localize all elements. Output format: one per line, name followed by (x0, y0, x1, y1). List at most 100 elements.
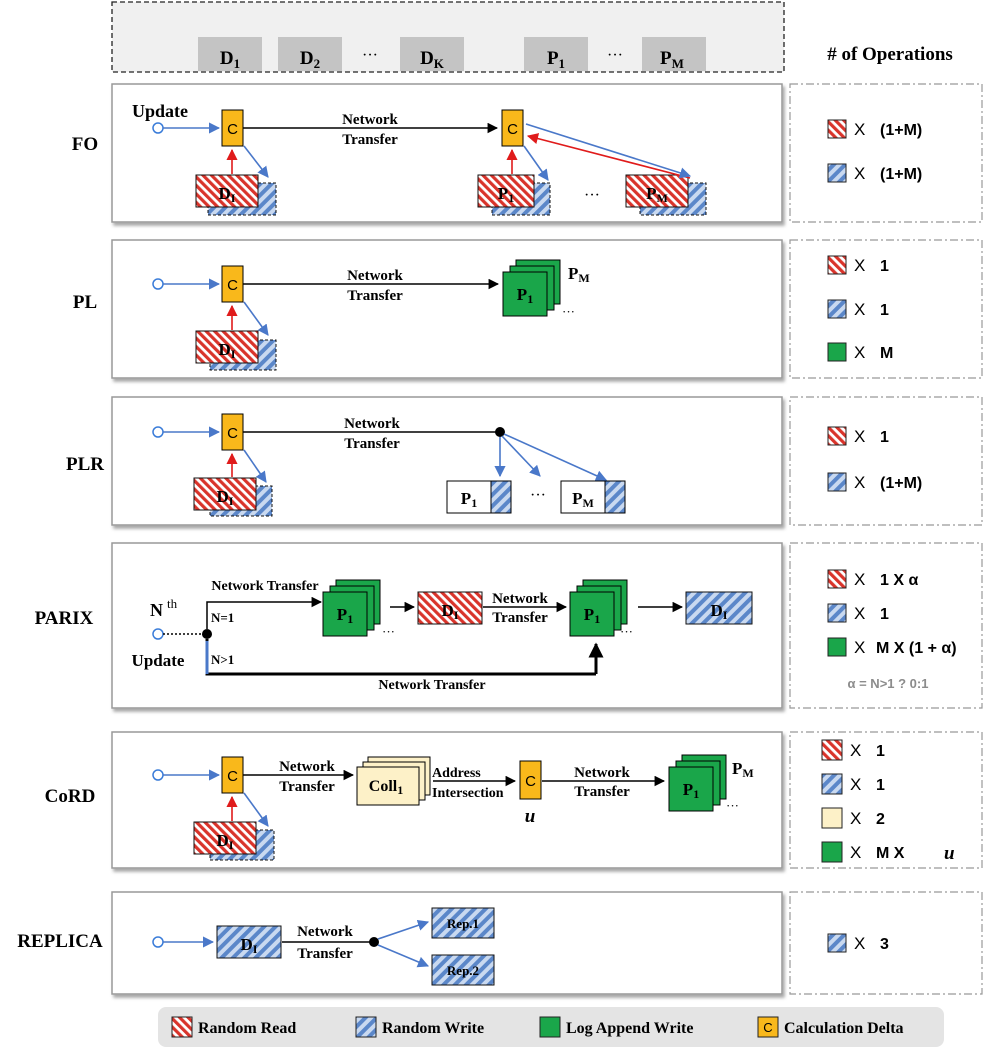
plr-network-label: Network (344, 416, 400, 432)
fo-update-label: Update (132, 101, 188, 121)
cord-ops-log-swatch (821, 841, 843, 863)
replica-fanout-node (369, 937, 379, 947)
plr-pm-block: PM (560, 480, 626, 514)
cord-update-node (152, 769, 164, 781)
fo-ops-read-swatch (827, 119, 847, 139)
svg-text:Rep.1: Rep.1 (447, 916, 479, 931)
replica-ops-write-swatch (827, 933, 847, 953)
header-block-pm: PM (642, 37, 706, 71)
fo-ops-write-count: (1+M) (880, 166, 922, 183)
legend-log-swatch (539, 1016, 561, 1038)
svg-text:DI: DI (711, 601, 728, 622)
svg-text:DI: DI (442, 601, 459, 622)
svg-text:P1: P1 (584, 605, 600, 626)
replica-rep1-arrow (377, 919, 430, 940)
parix-p1-stack-a: P1 ··· (322, 579, 395, 639)
pl-data-block: DI (195, 330, 277, 371)
legend: Random Read Random Write Log Append Writ… (158, 1007, 944, 1047)
header-block-d2: D2 (278, 37, 342, 71)
parix-alpha-note: α = N>1 ? 0:1 (848, 676, 929, 691)
svg-text:X: X (854, 256, 865, 275)
plr-ops-panel: X 1 X (1+M) (789, 396, 983, 526)
parix-n1-label: N=1 (211, 610, 234, 625)
replica-data-block: DI (216, 925, 282, 959)
parix-transfer-label: Transfer (492, 610, 548, 626)
parix-network-label: Network (492, 591, 548, 607)
row-plr: PLR C DI Network Transfer P1 ··· PM (66, 396, 783, 526)
plr-ops-read-count: 1 (880, 429, 889, 446)
svg-text:···: ··· (620, 624, 633, 639)
pl-ops-write-count: 1 (880, 302, 889, 319)
cord-calc-2: C (519, 760, 542, 800)
fo-transfer-label: Transfer (342, 132, 398, 148)
legend-calc-label: Calculation Delta (784, 1020, 904, 1037)
svg-text:P1: P1 (461, 489, 477, 510)
svg-text:PM: PM (572, 489, 594, 510)
svg-text:X: X (854, 120, 865, 139)
parix-update-node (152, 628, 164, 640)
svg-text:X: X (854, 473, 865, 492)
svg-text:PM: PM (646, 184, 668, 205)
cord-address-label: Address (432, 766, 481, 781)
svg-text:DI: DI (219, 184, 236, 205)
fo-update-node (152, 122, 164, 134)
fo-ops-read-count: (1+M) (880, 122, 922, 139)
plr-data-block: DI (193, 477, 273, 517)
header-ellipsis-2: ··· (607, 47, 623, 64)
replica-rep2-block: Rep.2 (431, 954, 495, 986)
svg-text:C: C (507, 121, 518, 138)
fo-calc-1: C (221, 109, 244, 147)
parix-ops-log-count: M X (1 + α) (876, 640, 957, 657)
cord-calc-1: C (221, 756, 244, 794)
parix-n-gt-label: N>1 (211, 652, 234, 667)
svg-text:X: X (854, 638, 865, 657)
replica-rep2-arrow (377, 944, 430, 968)
header-block-p1: P1 (524, 37, 588, 71)
plr-transfer-label: Transfer (344, 436, 400, 452)
parix-panel (111, 542, 783, 709)
pl-ops-log-swatch (827, 342, 847, 362)
svg-text:X: X (854, 934, 865, 953)
svg-text:C: C (227, 121, 238, 138)
svg-text:X: X (854, 570, 865, 589)
fo-data-block: DI (195, 174, 277, 216)
cord-data-block: DI (193, 821, 275, 861)
pl-ops-read-swatch (827, 255, 847, 275)
parix-ops-log-swatch (827, 637, 847, 657)
svg-text:P1: P1 (498, 184, 514, 205)
cord-pm-label: PM (732, 759, 754, 780)
fo-write-arrow (243, 145, 269, 178)
pl-p-stack: P1 ··· (502, 259, 575, 319)
cord-ops-read-count: 1 (876, 743, 885, 760)
svg-text:D2: D2 (300, 48, 320, 71)
legend-write-swatch (355, 1016, 377, 1038)
svg-text:DI: DI (217, 487, 234, 508)
parix-ops-write-swatch (827, 603, 847, 623)
parix-data-block-red: DI (417, 591, 483, 625)
plr-write-arrow (243, 449, 267, 483)
svg-text:X: X (854, 604, 865, 623)
svg-text:DK: DK (420, 48, 445, 71)
svg-text:X: X (854, 343, 865, 362)
svg-text:DI: DI (241, 935, 258, 956)
replica-label: REPLICA (17, 931, 103, 952)
plr-ops-write-count: (1+M) (880, 475, 922, 492)
parix-net-transfer-top: Network Transfer (211, 579, 318, 594)
svg-text:X: X (850, 809, 861, 828)
pl-transfer-label: Transfer (347, 288, 403, 304)
replica-update-node (152, 936, 164, 948)
cord-ops-panel: X 1 X 1 X 2 X M X u (789, 731, 983, 869)
cord-ops-write-count: 1 (876, 777, 885, 794)
parix-ops-read-swatch (827, 569, 847, 589)
svg-text:Coll1: Coll1 (369, 778, 403, 797)
legend-read-label: Random Read (198, 1020, 296, 1037)
parix-ops-panel: X 1 X α X 1 X M X (1 + α) α = N>1 ? 0:1 (789, 542, 983, 709)
svg-text:C: C (763, 1020, 772, 1035)
pl-calc: C (221, 265, 244, 303)
svg-text:D1: D1 (220, 48, 240, 71)
cord-network-label-2: Network (574, 765, 630, 781)
parix-p1-stack-b: P1 ··· (569, 579, 633, 639)
plr-ellipsis: ··· (530, 487, 546, 504)
plr-mid-arrow (501, 435, 541, 477)
row-replica: REPLICA DI Network Transfer Rep.1 Rep.2 (17, 891, 783, 995)
